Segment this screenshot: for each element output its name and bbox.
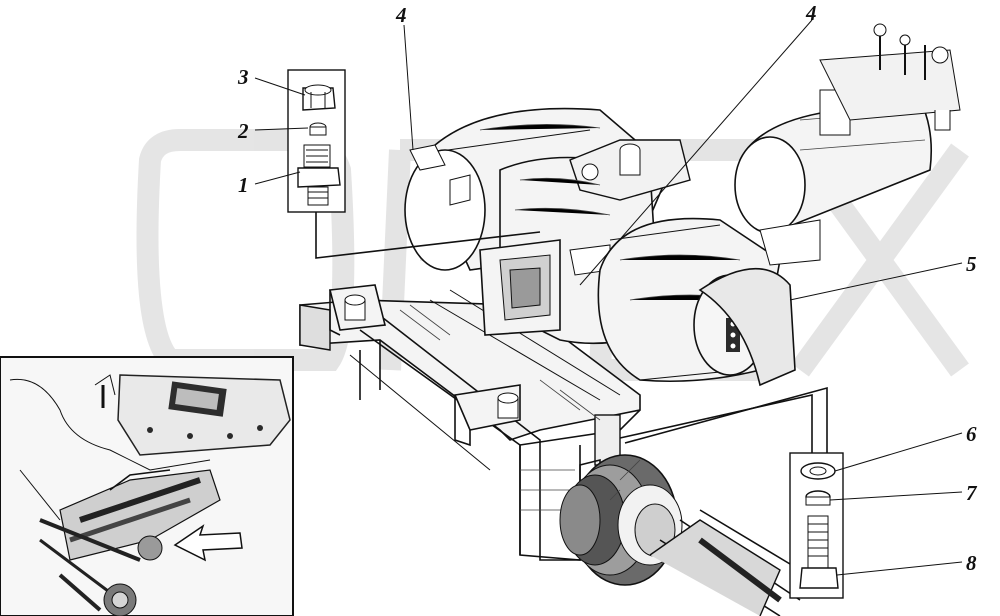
callout-2: 2 [237,119,249,143]
leader-lines [254,19,963,576]
upper-right-cylinder [734,23,961,266]
callout-1: 1 [238,173,249,197]
pulley-shaft [559,454,801,616]
inset-arrow [173,524,243,562]
callout-3: 3 [237,65,249,89]
callout-4-right: 4 [805,1,817,25]
inset-mechanism [19,469,221,616]
callout-6: 6 [966,422,977,446]
right-cylinder [597,217,796,387]
inset-photo [0,356,294,616]
callout-8: 8 [966,551,977,575]
callout-4-left: 4 [395,3,407,27]
callout-5: 5 [966,252,977,276]
callout-7: 7 [966,481,978,505]
fitting-inset [287,69,541,259]
callout-labels: 3 2 1 4 4 5 6 7 8 [237,1,978,575]
